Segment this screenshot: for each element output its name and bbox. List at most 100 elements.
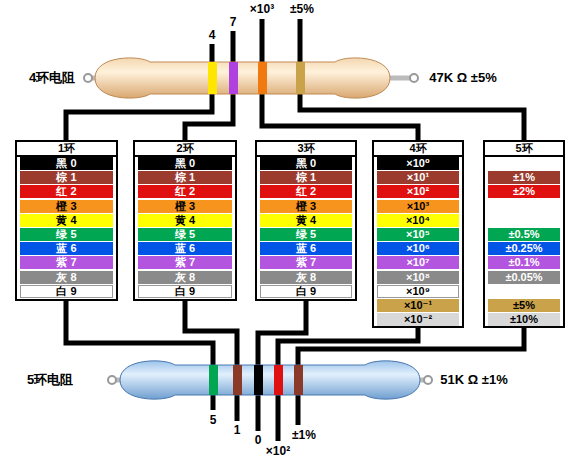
code-value: ×10⁻²	[404, 313, 432, 325]
band-value: 4	[209, 29, 216, 42]
code-value: 蓝 6	[296, 242, 316, 254]
color-code-cell: 绿 5	[260, 228, 352, 241]
code-value: ×10²	[407, 185, 429, 197]
code-value: 黄 4	[296, 214, 316, 226]
color-code-cell: ±1%	[488, 171, 560, 184]
code-value: ±0.5%	[508, 228, 539, 240]
color-code-cell: 绿 5	[138, 228, 232, 241]
code-value: 黑 0	[56, 157, 76, 169]
color-code-cell: ±10%	[488, 313, 560, 326]
color-code-cell: 紫 7	[138, 256, 232, 269]
band-value: ±5%	[290, 3, 314, 16]
color-code-cell: 紫 7	[20, 256, 113, 269]
column-header: 5环	[485, 142, 563, 157]
column-header: 2环	[135, 142, 235, 157]
resistor-value: 47K Ω ±5%	[429, 71, 496, 85]
color-code-cell: 红 2	[138, 185, 232, 198]
color-column: 2环黑 0 棕 1红 2 橙 3 黄 4 绿 5 蓝 6 紫 7 灰 8白 9	[133, 140, 237, 301]
code-value: ×10⁰	[406, 157, 429, 169]
color-code-cell: ×10⁹	[377, 285, 459, 298]
code-value: 紫 7	[175, 256, 195, 268]
color-code-cell: 红 2	[260, 185, 352, 198]
color-code-cell: ±2%	[488, 185, 560, 198]
code-value: 白 9	[56, 285, 76, 297]
color-code-cell: ×10³	[377, 200, 459, 213]
color-code-cell: ±0.5%	[488, 228, 560, 241]
color-code-cell: 棕 1	[20, 171, 113, 184]
color-code-cell: 橙 3	[260, 200, 352, 213]
code-value: 绿 5	[175, 228, 195, 240]
band-value: 0	[255, 434, 262, 447]
band-value: ×10³	[250, 3, 274, 16]
code-value: 紫 7	[56, 256, 76, 268]
code-value: 黄 4	[56, 214, 76, 226]
color-code-cell: ×10⁷	[377, 256, 459, 269]
code-value: ±0.25%	[505, 242, 542, 254]
wire	[66, 19, 524, 441]
color-code-cell: 黑 0	[260, 157, 352, 170]
code-value: 红 2	[296, 185, 316, 197]
resistor-name: 4环电阻	[29, 71, 75, 85]
code-value: 红 2	[175, 185, 195, 197]
code-value: 灰 8	[56, 271, 76, 283]
code-value: 橙 3	[296, 200, 316, 212]
color-code-cell: ×10²	[377, 185, 459, 198]
code-value: 棕 1	[296, 171, 316, 183]
code-value: ×10⁵	[406, 228, 430, 240]
code-value: 黑 0	[296, 157, 316, 169]
color-code-cell: 灰 8	[138, 271, 232, 284]
code-value: 橙 3	[56, 200, 76, 212]
code-value: ×10⁹	[406, 285, 430, 297]
color-code-cell: 黄 4	[138, 214, 232, 227]
color-code-cell: 黑 0	[20, 157, 113, 170]
color-code-cell: 紫 7	[260, 256, 352, 269]
code-value: ±5%	[513, 299, 535, 311]
code-value: 红 2	[56, 185, 76, 197]
code-value: ×10³	[407, 200, 429, 212]
color-code-cell: 黄 4	[20, 214, 113, 227]
color-code-cell: ×10⁻²	[377, 313, 459, 326]
code-value: ±0.05%	[505, 271, 542, 283]
color-column: 4环×10⁰×10¹×10²×10³×10⁴×10⁵×10⁶×10⁷×10⁸×1…	[372, 140, 464, 328]
code-value: 绿 5	[56, 228, 76, 240]
code-value: 白 9	[175, 285, 195, 297]
code-value: ×10⁴	[406, 214, 430, 226]
code-value: 绿 5	[296, 228, 316, 240]
color-code-cell: ±0.1%	[488, 256, 560, 269]
color-column: 3环黑 0棕 1红 2橙 3黄 4绿 5蓝 6紫 7灰 8白 9	[255, 140, 357, 301]
color-code-cell: ±5%	[488, 299, 560, 312]
code-value: 蓝 6	[175, 242, 195, 254]
code-value: ×10⁶	[406, 242, 430, 254]
code-value: ×10⁸	[406, 271, 430, 283]
color-code-cell: ×10⁴	[377, 214, 459, 227]
code-value: 蓝 6	[56, 242, 76, 254]
color-code-cell: 棕 1	[138, 171, 232, 184]
color-column: 1环黑 0 棕 1红 2 橙 3 黄 4 绿 5 蓝 6 紫 7 灰 8 白 9	[15, 140, 118, 301]
code-value: ±1%	[513, 171, 535, 183]
band-value: ×10²	[266, 445, 290, 458]
band-value: ±1%	[292, 429, 316, 442]
color-code-cell: ±0.05%	[488, 271, 560, 284]
code-value: ×10¹	[407, 171, 429, 183]
color-code-cell: 白 9	[20, 285, 113, 298]
code-value: 黄 4	[175, 214, 195, 226]
color-code-cell: 白 9	[138, 285, 232, 298]
resistor-name: 5环电阻	[27, 373, 73, 387]
color-code-cell: 绿 5	[20, 228, 113, 241]
color-code-cell: 棕 1	[260, 171, 352, 184]
color-code-cell: ×10⁵	[377, 228, 459, 241]
code-value: ×10⁻¹	[404, 299, 432, 311]
color-column: 5环 ±1% ±2% ±0.5% ±0.25% ±0.1% ±0.05% ±5% ±10%	[483, 140, 565, 328]
color-code-cell: 蓝 6	[20, 242, 113, 255]
color-code-cell: 红 2	[20, 185, 113, 198]
color-code-cell: 蓝 6	[260, 242, 352, 255]
color-code-cell: 橙 3	[138, 200, 232, 213]
color-code-cell: 橙 3	[20, 200, 113, 213]
color-code-cell: ×10¹	[377, 171, 459, 184]
code-value: 橙 3	[175, 200, 195, 212]
code-value: 黑 0	[175, 157, 195, 169]
column-header: 1环	[17, 142, 116, 157]
code-value: ±2%	[513, 185, 535, 197]
band-value: 7	[230, 16, 237, 29]
